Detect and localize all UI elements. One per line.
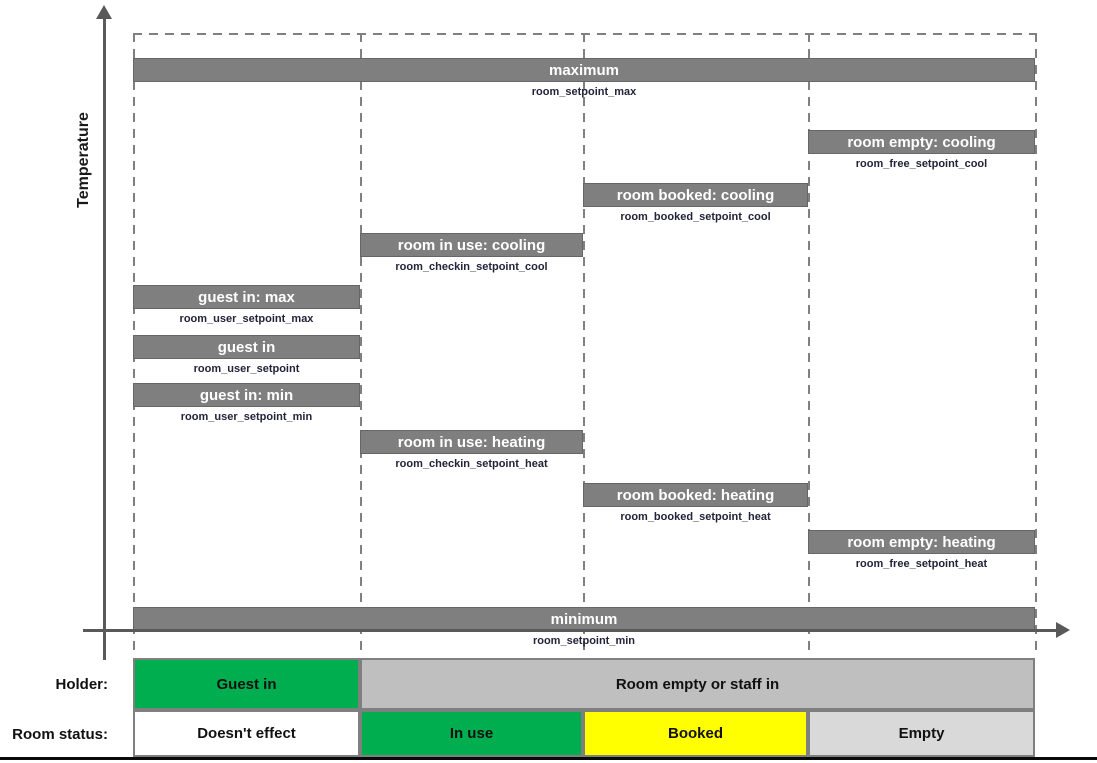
- setpoint-bar-room-empty-cooling: room empty: cooling: [808, 130, 1035, 154]
- setpoint-bar-room-booked-cooling: room booked: cooling: [583, 183, 808, 207]
- temperature-axis: [103, 14, 106, 660]
- dashed-guide-2: [583, 33, 585, 655]
- setpoint-bar-room-in-use-cooling: room in use: cooling: [360, 233, 583, 257]
- setpoint-sublabel-minimum: room_setpoint_min: [532, 635, 636, 647]
- setpoint-bar-guest-in-max: guest in: max: [133, 285, 360, 309]
- dashed-guide-3: [808, 33, 810, 655]
- temperature-axis-label: Temperature: [75, 112, 92, 208]
- status-cell-empty: Empty: [808, 710, 1035, 757]
- horizontal-axis-arrow-icon: [1056, 622, 1070, 638]
- holder-cell-guest-in: Guest in: [133, 658, 360, 710]
- setpoint-bar-room-in-use-heating: room in use: heating: [360, 430, 583, 454]
- setpoint-sublabel-room-booked-cooling: room_booked_setpoint_cool: [620, 211, 771, 223]
- horizontal-axis: [83, 629, 1058, 632]
- setpoint-bar-guest-in: guest in: [133, 335, 360, 359]
- setpoint-sublabel-guest-in-max: room_user_setpoint_max: [179, 313, 314, 325]
- status-cell-doesnt-effect: Doesn't effect: [133, 710, 360, 757]
- holder-row-label: Holder:: [55, 676, 109, 693]
- status-cell-booked: Booked: [583, 710, 808, 757]
- setpoint-sublabel-room-empty-heating: room_free_setpoint_heat: [855, 558, 988, 570]
- temperature-axis-arrow-icon: [96, 5, 112, 19]
- setpoint-sublabel-guest-in-min: room_user_setpoint_min: [180, 411, 313, 423]
- setpoint-sublabel-maximum: room_setpoint_max: [531, 86, 637, 98]
- status-cell-in-use: In use: [360, 710, 583, 757]
- setpoint-sublabel-room-in-use-heating: room_checkin_setpoint_heat: [395, 458, 548, 470]
- setpoint-bar-room-empty-heating: room empty: heating: [808, 530, 1035, 554]
- setpoint-sublabel-room-empty-cooling: room_free_setpoint_cool: [855, 158, 988, 170]
- setpoint-sublabel-room-in-use-cooling: room_checkin_setpoint_cool: [395, 261, 548, 273]
- setpoint-sublabel-guest-in: room_user_setpoint: [193, 363, 300, 375]
- room-status-row-label: Room status:: [12, 726, 108, 743]
- setpoint-bar-maximum: maximum: [133, 58, 1035, 82]
- setpoint-sublabel-room-booked-heating: room_booked_setpoint_heat: [620, 511, 771, 523]
- holder-cell-room-empty-or-staff-in: Room empty or staff in: [360, 658, 1035, 710]
- setpoint-bar-guest-in-min: guest in: min: [133, 383, 360, 407]
- setpoint-bar-minimum: minimum: [133, 607, 1035, 631]
- dashed-guide-1: [360, 33, 362, 655]
- bottom-divider-line: [0, 757, 1097, 760]
- dashed-guide-4: [1035, 33, 1037, 655]
- setpoint-bar-room-booked-heating: room booked: heating: [583, 483, 808, 507]
